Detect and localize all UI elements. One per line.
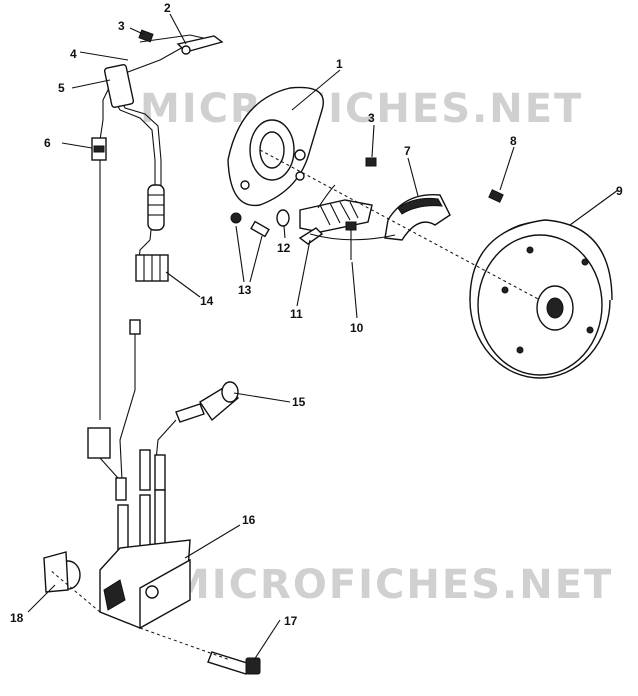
axis-bolt [139,627,231,661]
spark-plug-cap-part-15 [154,381,239,471]
pickup-part-7 [384,194,451,241]
watermark-top: MICROFICHES.NET [140,86,583,132]
bracket-part-2 [176,35,224,55]
lower-wiring [87,319,141,501]
screw-part-3-right [365,157,377,167]
leader-lines [27,13,619,661]
callout-13: 13 [238,283,252,297]
callout-6: 6 [44,136,51,150]
callout-8: 8 [510,134,517,148]
ignition-coil-part-16 [99,449,191,630]
screw-part-8 [488,189,504,203]
callout-12: 12 [277,241,291,255]
watermark-bottom: MICROFICHES.NET [170,562,613,608]
callout-5: 5 [58,81,65,95]
stator-plate-part-1 [227,86,324,207]
callout-11: 11 [290,307,303,321]
callout-16: 16 [242,513,256,527]
callout-2: 2 [164,1,171,15]
wiring-harness [99,34,214,420]
callout-3-right: 3 [368,111,375,125]
connector-part-14 [135,254,169,282]
callout-3-left: 3 [118,19,125,33]
wire-coil [147,184,165,231]
callout-7: 7 [404,144,411,158]
callout-14: 14 [200,294,214,308]
bolt-part-17 [207,651,261,675]
callout-1: 1 [336,57,343,71]
screw-part-3-left [138,29,154,43]
stator-coil [299,184,373,233]
nut-part-18 [43,551,81,593]
callout-17: 17 [284,614,298,628]
flywheel-part-9 [469,219,613,379]
axis-nut [49,569,101,613]
callout-labels: 1 2 3 3 4 5 6 7 8 9 10 11 12 13 14 15 16… [10,1,623,628]
callout-9: 9 [616,184,623,198]
callout-4: 4 [70,47,77,61]
screw-part-13 [230,212,270,238]
screw-part-10 [345,221,357,260]
callout-15: 15 [292,395,306,409]
callout-10: 10 [350,321,364,335]
assembly-axis [259,149,541,301]
callout-18: 18 [10,611,24,625]
spacer-part-12 [276,209,290,227]
connector-part-6 [91,137,107,161]
